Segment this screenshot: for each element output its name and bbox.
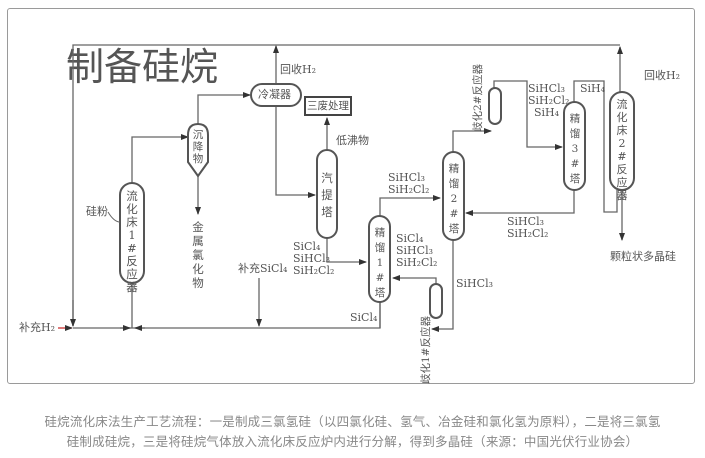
disproportionation-reactor-1 (429, 283, 443, 319)
distill3-to-reactor2 (573, 80, 618, 213)
recycle-h2-line (72, 44, 620, 326)
distillation-tower-1 (368, 215, 391, 303)
dispro1-name: 歧化1#反应器 (420, 316, 432, 384)
reactor2-name: 流化床2#反应器 (616, 98, 628, 202)
distill3-recycle (465, 190, 575, 216)
formula: SiH₂Cl₂ (528, 94, 570, 107)
distillation-tower-2 (442, 151, 465, 241)
reactor1-to-settler (131, 134, 189, 183)
formula: SiCl₄ (293, 240, 321, 253)
formula: SiH₂Cl₂ (396, 256, 438, 269)
distill2-to-dispro1 (431, 240, 454, 332)
distill1-to-distill2 (379, 195, 441, 216)
distill3-name: 精馏3#塔 (569, 113, 581, 185)
stripper-out-label: SiCl₄ SiHCl₃ SiH₂Cl₂ (293, 241, 334, 277)
makeup-sicl4-label: 补充SiCl₄ (238, 262, 288, 275)
fluidized-bed-reactor-1 (119, 182, 145, 284)
stripper-name: 汽提塔 (321, 171, 333, 219)
caption-line-2: 硅制成硅烷，三是将硅烷气体放入流化床反应炉内进行分解，得到多晶硅（来源：中国光伏… (66, 434, 639, 449)
stripper-tower (316, 149, 338, 239)
formula: SiHCl₃ (388, 171, 425, 184)
settler-to-condenser (197, 92, 251, 125)
waste-treatment-box (304, 96, 352, 116)
formula: SiCl₄ (396, 232, 424, 245)
condenser-name: 冷凝器 (258, 88, 291, 101)
settler (187, 122, 209, 178)
condenser (250, 83, 302, 107)
distillation-tower-3 (563, 101, 586, 191)
figure-caption: 硅烷流化床法生产工艺流程：一是制成三氯氢硅（以四氯化硅、氢气、冶金硅和氯化氢为原… (0, 412, 705, 452)
recover-h2-left-label: 回收H₂ (280, 63, 317, 76)
formula: SiH₄ (534, 106, 560, 119)
dispro2-to-distill3 (493, 80, 563, 150)
makeup-h2-label: 补充H₂ (19, 321, 56, 334)
disproportionation-reactor-2 (488, 87, 502, 125)
caption-line-1: 硅烷流化床法生产工艺流程：一是制成三氯氢硅（以四氯化硅、氢气、冶金硅和氯化氢为原… (44, 414, 661, 429)
silane-process-flow-diagram: 制备硅烷 (58, 44, 635, 332)
d1-bottom-label: SiCl₄ (350, 311, 378, 324)
distill1-name: 精馏1#塔 (374, 227, 386, 299)
silicon-powder-label: 硅粉 (86, 205, 108, 218)
dispro2-out-label: SiHCl₃ SiH₂Cl₂ SiH₄ (528, 83, 569, 119)
product-label: 颗粒状多晶硅 (610, 250, 676, 263)
formula: SiHCl₃ (507, 215, 544, 228)
d3-recycle-label: SiHCl₃ SiH₂Cl₂ (507, 216, 548, 240)
d2-bottom-label: SiHCl₃ (456, 277, 493, 290)
settler-name: 沉降物 (192, 129, 204, 165)
condenser-to-stripper (275, 106, 316, 198)
formula: SiHCl₃ (293, 252, 330, 265)
metal-chlorides-label: 金属氯化物 (192, 220, 204, 290)
reactor1-name: 流化床1#反应器 (126, 189, 138, 294)
fluidized-bed-reactor-2 (609, 91, 635, 191)
distill2-name: 精馏2#塔 (448, 163, 460, 235)
stripper-to-distill1 (326, 238, 367, 265)
dispro1-out-label: SiCl₄ SiHCl₃ SiH₂Cl₂ (396, 233, 437, 269)
formula: SiH₂Cl₂ (507, 227, 549, 240)
formula: SiHCl₃ (528, 82, 565, 95)
bottom-feed-line (73, 300, 381, 329)
formula: SiHCl₃ (396, 244, 433, 257)
d3-top-label: SiH₄ (580, 82, 606, 95)
formula: SiH₂Cl₂ (388, 183, 430, 196)
low-boilers-label: 低沸物 (336, 134, 369, 147)
silicon-powder-pointer (107, 211, 121, 223)
diagram-title: 制备硅烷 (66, 47, 218, 89)
d1-to-d2-label: SiHCl₃ SiH₂Cl₂ (388, 172, 429, 196)
flow-lines (58, 44, 625, 332)
recover-h2-right-label: 回收H₂ (644, 69, 681, 82)
dispro2-name: 歧化2#反应器 (472, 64, 484, 132)
waste-treatment-name: 三废处理 (307, 100, 349, 112)
formula: SiH₂Cl₂ (293, 264, 335, 277)
distill2-to-dispro2 (452, 128, 492, 152)
